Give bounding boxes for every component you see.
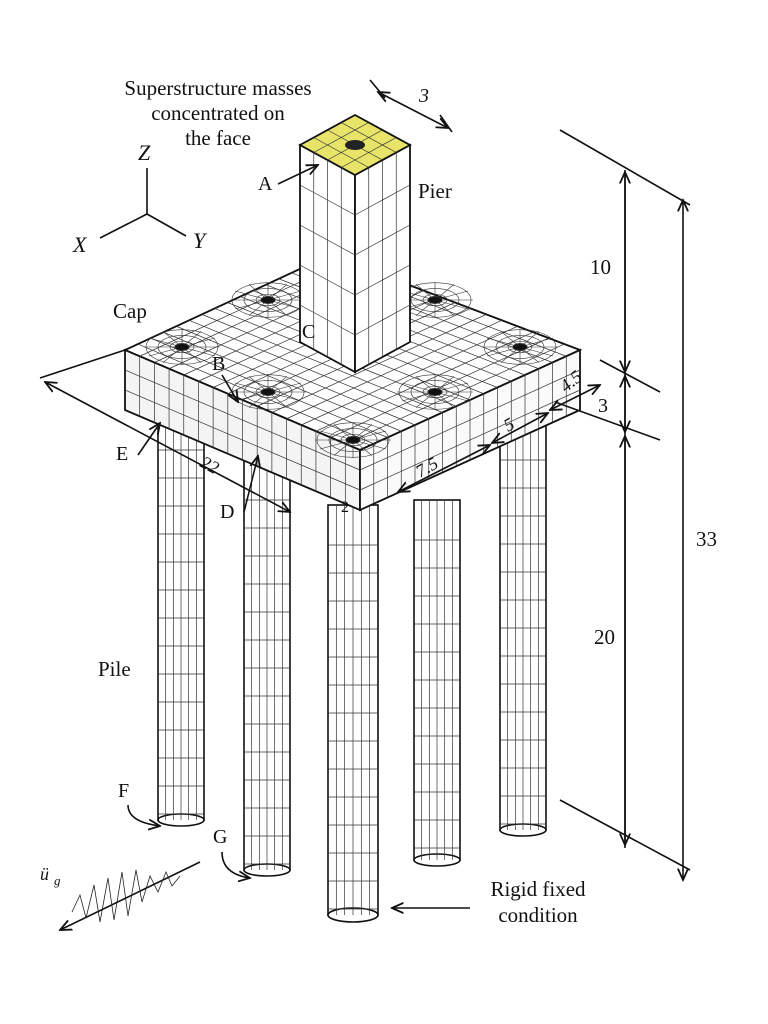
masses-label-line3: the face bbox=[185, 126, 251, 150]
pier bbox=[298, 113, 412, 374]
rigid-label-line2: condition bbox=[498, 903, 578, 927]
piles bbox=[157, 409, 547, 923]
axis-triad bbox=[99, 168, 187, 239]
ground-accel-subscript: g bbox=[54, 873, 61, 888]
pile-label: Pile bbox=[98, 657, 131, 681]
axis-y-label: Y bbox=[193, 228, 208, 253]
point-g-label: G bbox=[213, 826, 227, 848]
masses-label-line1: Superstructure masses bbox=[124, 76, 311, 100]
axis-x-label: X bbox=[72, 232, 88, 257]
text-labels: Superstructure masses concentrated on th… bbox=[40, 76, 717, 930]
masses-label-line2: concentrated on bbox=[151, 101, 285, 125]
ground-accel-symbol: ü bbox=[40, 864, 49, 884]
point-d-label: D bbox=[220, 501, 234, 523]
ground-motion-signal bbox=[60, 861, 201, 930]
axis-z-label: Z bbox=[138, 140, 151, 165]
dim-pier-height: 10 bbox=[590, 255, 611, 279]
pier-label: Pier bbox=[418, 179, 452, 203]
rigid-label-line1: Rigid fixed bbox=[490, 877, 586, 901]
dim-pile-number: 2 bbox=[341, 499, 349, 516]
point-b-label: B bbox=[212, 353, 225, 375]
dim-pile-length: 20 bbox=[594, 625, 615, 649]
point-f-label: F bbox=[118, 780, 129, 802]
point-a-label: A bbox=[258, 173, 273, 195]
dim-pier-width: 3 bbox=[418, 85, 429, 107]
point-c-label: C bbox=[302, 321, 315, 343]
pier-top-node bbox=[345, 140, 365, 150]
cap-label: Cap bbox=[113, 299, 147, 323]
dim-total-height: 33 bbox=[696, 527, 717, 551]
dim-cap-thickness: 3 bbox=[598, 395, 608, 417]
point-e-label: E bbox=[116, 443, 128, 465]
